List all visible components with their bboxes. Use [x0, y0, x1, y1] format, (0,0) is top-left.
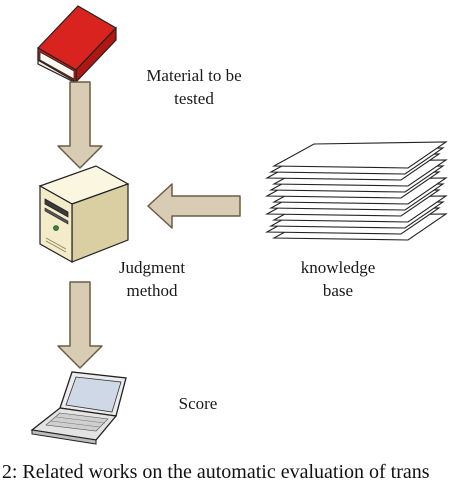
label-material: Material to be tested: [130, 64, 258, 110]
server-computer-icon: [38, 165, 130, 264]
label-material-line2: tested: [174, 89, 214, 108]
label-score-text: Score: [178, 394, 218, 413]
label-judgment: Judgment method: [110, 256, 194, 302]
laptop-icon: [30, 371, 127, 445]
label-score: Score: [168, 392, 228, 415]
label-knowledge-line2: base: [322, 281, 354, 300]
paper-sheet: [271, 141, 448, 169]
arrow-knowledge-to-judgment: [147, 183, 241, 229]
paper-stack-icon: [264, 141, 448, 241]
label-judgment-line1: Judgment: [118, 258, 186, 277]
label-knowledge: knowledge base: [288, 256, 388, 302]
label-judgment-line2: method: [126, 281, 178, 300]
arrow-judgment-to-score: [57, 281, 103, 369]
arrow-material-to-judgment: [57, 81, 103, 169]
label-knowledge-line1: knowledge: [300, 258, 376, 277]
book-icon: [37, 5, 117, 84]
figure-caption: e 2: Related works on the automatic eval…: [0, 461, 430, 483]
label-material-line1: Material to be: [146, 66, 242, 85]
